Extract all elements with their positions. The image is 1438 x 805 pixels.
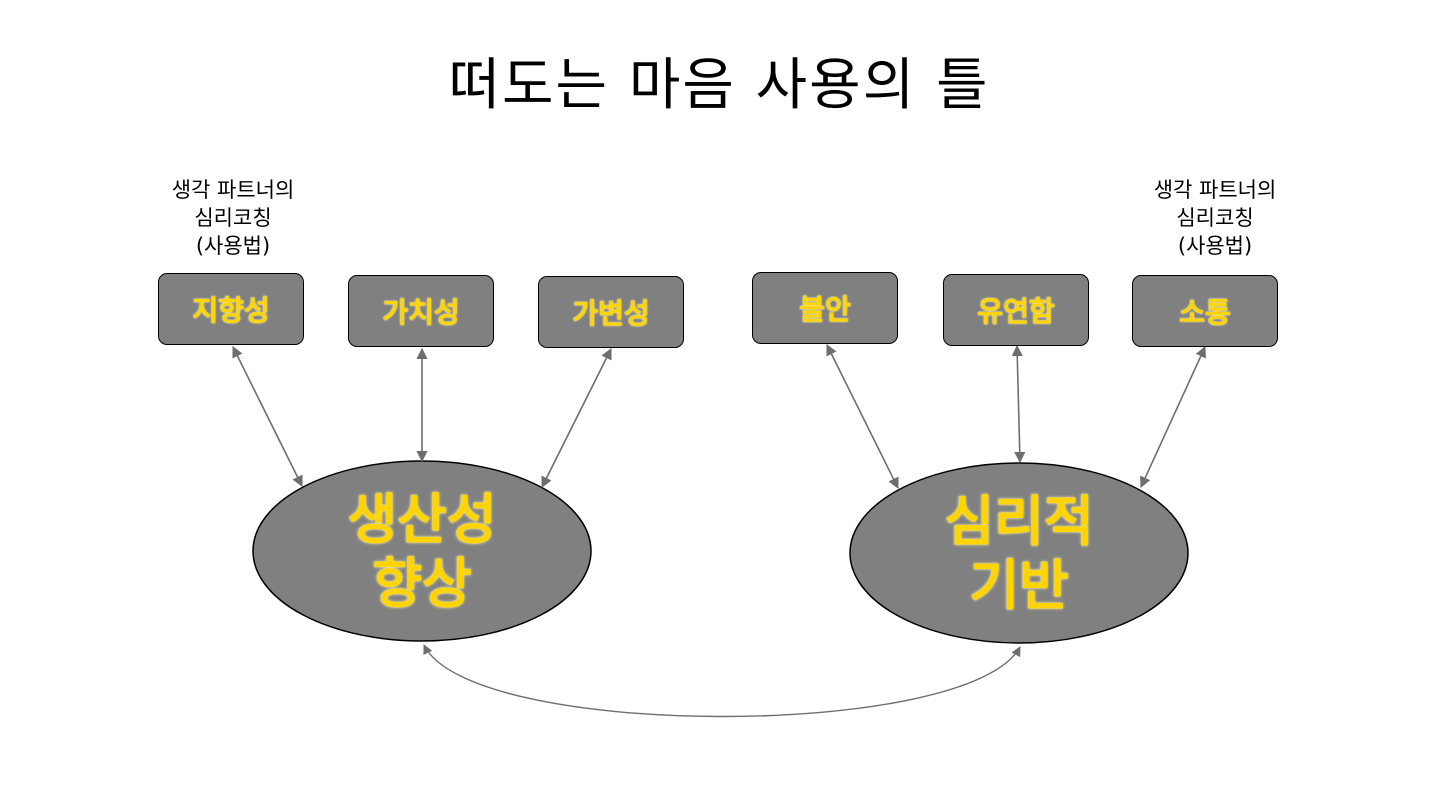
caption-right-line-3: (사용법)	[1177, 234, 1253, 258]
oval-productivity-label: 생산성 향상	[272, 488, 572, 616]
connector-variability	[541, 347, 612, 489]
box-directionality: 지향성	[158, 273, 304, 345]
oval-psychological-base-line-1: 심리적	[944, 490, 1094, 553]
connector-between-ovals	[423, 644, 1021, 718]
oval-psychological-base-line-2: 기반	[969, 554, 1069, 617]
box-communication: 소통	[1132, 275, 1278, 347]
caption-right-line-2: 심리코칭	[1176, 206, 1254, 230]
oval-productivity-line-1: 생산성	[347, 488, 497, 551]
oval-productivity-line-2: 향상	[372, 552, 472, 615]
connector-communication	[1140, 345, 1206, 489]
connector-anxiety	[826, 343, 899, 490]
caption-left: 생각 파트너의 심리코칭 (사용법)	[123, 176, 343, 260]
page-title: 떠도는 마음 사용의 틀	[448, 53, 990, 118]
caption-left-line-1: 생각 파트너의	[171, 178, 295, 202]
caption-left-line-2: 심리코칭	[194, 206, 272, 230]
box-anxiety: 불안	[752, 272, 898, 344]
box-variability: 가변성	[538, 276, 684, 348]
connector-directionality	[232, 345, 303, 488]
caption-right-line-1: 생각 파트너의	[1153, 178, 1277, 202]
caption-left-line-3: (사용법)	[195, 234, 271, 258]
box-flexibility: 유연함	[943, 274, 1089, 346]
oval-psychological-base-label: 심리적 기반	[869, 490, 1169, 618]
connector-flexibility	[1011, 344, 1026, 464]
caption-right: 생각 파트너의 심리코칭 (사용법)	[1105, 176, 1325, 260]
box-value: 가치성	[348, 275, 494, 347]
